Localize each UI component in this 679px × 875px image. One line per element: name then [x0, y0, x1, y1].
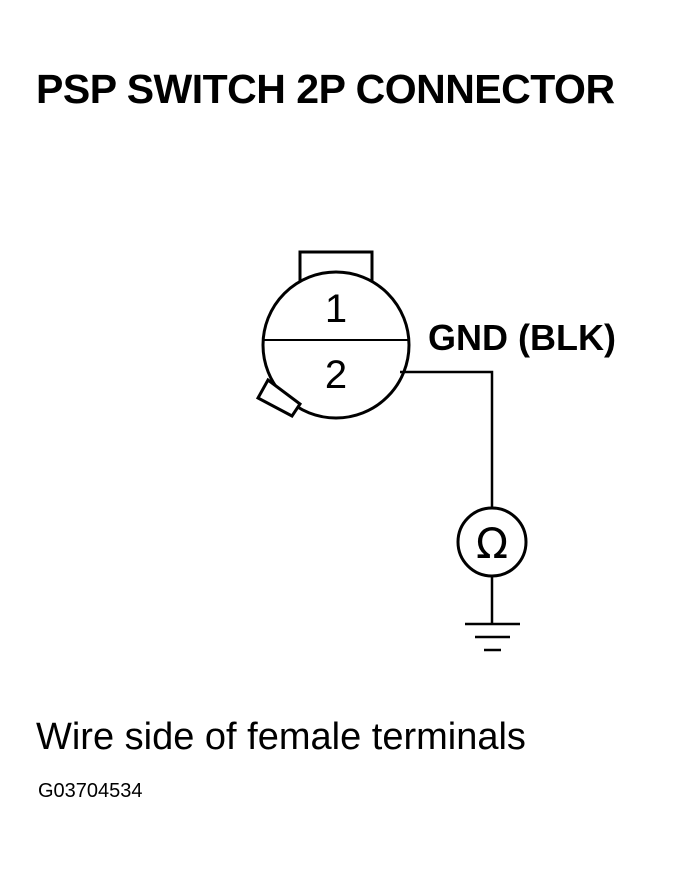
diagram-caption: Wire side of female terminals: [36, 716, 526, 758]
connector-body: [261, 270, 411, 420]
terminal-2-label: 2: [325, 353, 347, 397]
connector-latch: [255, 377, 303, 418]
figure-code: G03704534: [38, 780, 143, 802]
wire-label-gnd: GND (BLK): [428, 317, 616, 358]
ohmmeter-icon: Ω: [456, 506, 528, 578]
diagram-title: PSP SWITCH 2P CONNECTOR: [36, 66, 615, 112]
ground-icon: [465, 622, 520, 652]
terminal-1-label: 1: [325, 287, 347, 331]
ohm-symbol: Ω: [476, 519, 508, 568]
gnd-wire: [400, 370, 494, 508]
connector-2p: [255, 250, 411, 420]
